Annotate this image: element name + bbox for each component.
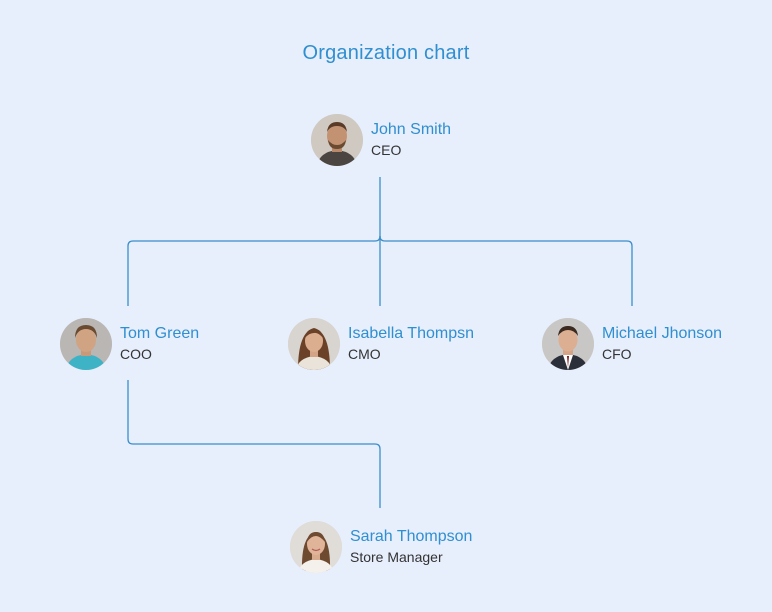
avatar-sarah-thompson <box>290 521 342 573</box>
node-store-manager[interactable]: Sarah Thompson Store Manager <box>290 521 472 573</box>
connector-coo-store-manager <box>127 380 381 508</box>
node-store-manager-name: Sarah Thompson <box>350 528 473 545</box>
avatar-tom-green <box>60 318 112 370</box>
node-coo-name: Tom Green <box>120 325 200 342</box>
chart-title: Organization chart <box>302 42 470 64</box>
node-cmo-role: CMO <box>348 346 381 362</box>
node-ceo-role: CEO <box>371 142 402 158</box>
node-ceo-name: John Smith <box>371 121 452 138</box>
node-coo-role: COO <box>120 346 152 362</box>
avatar-michael-jhonson <box>542 318 594 370</box>
node-cfo[interactable]: Michael Jhonson CFO <box>542 318 722 370</box>
avatar-john-smith <box>311 114 363 166</box>
node-ceo[interactable]: John Smith CEO <box>311 114 451 166</box>
node-cmo[interactable]: Isabella Thompsn CMO <box>288 318 474 370</box>
node-cmo-name: Isabella Thompsn <box>348 325 474 342</box>
node-store-manager-role: Store Manager <box>350 549 443 565</box>
connector-ceo-cfo <box>379 235 633 306</box>
node-cfo-name: Michael Jhonson <box>602 325 723 342</box>
node-cfo-role: CFO <box>602 346 632 362</box>
avatar-isabella-thompsn <box>288 318 340 370</box>
connector-ceo-coo <box>127 240 375 306</box>
connector-ceo-trunk <box>374 177 381 242</box>
node-coo[interactable]: Tom Green COO <box>60 318 199 370</box>
